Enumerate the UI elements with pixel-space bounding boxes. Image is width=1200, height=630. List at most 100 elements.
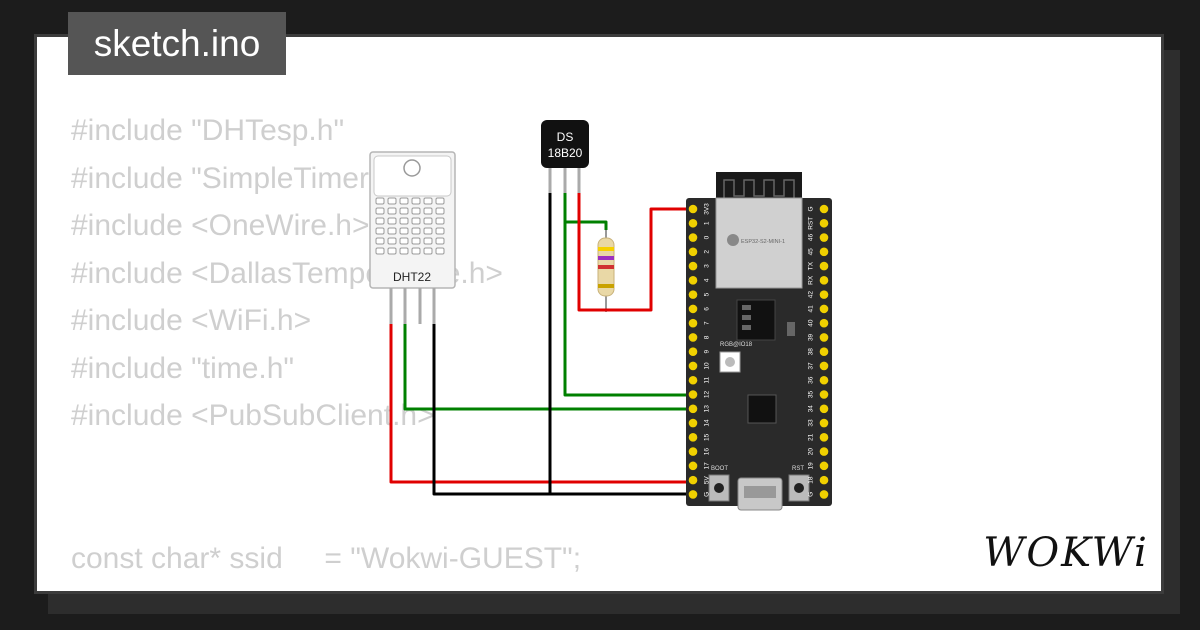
dht22-vent bbox=[423, 197, 433, 205]
left-pin-label: 7 bbox=[704, 321, 711, 325]
usb-controller-chip bbox=[747, 394, 777, 424]
wire-ds-vcc-3v3 bbox=[577, 193, 693, 312]
dht22-vent bbox=[375, 237, 385, 245]
dht22-vent bbox=[435, 247, 445, 255]
dht22-label: DHT22 bbox=[393, 270, 431, 284]
right-pin bbox=[819, 333, 829, 342]
right-pin-label: 21 bbox=[808, 433, 815, 441]
left-pin bbox=[688, 218, 698, 228]
left-pin-label: 4 bbox=[704, 278, 711, 282]
dht22-vent bbox=[375, 197, 385, 205]
left-pin bbox=[688, 361, 698, 371]
right-pin-label: 45 bbox=[808, 248, 815, 256]
right-pin-label: 38 bbox=[808, 348, 815, 356]
left-pin bbox=[688, 461, 698, 471]
left-pin bbox=[688, 276, 698, 285]
right-pin bbox=[819, 304, 829, 314]
code-line: #include <PubSubClient.h> bbox=[71, 399, 435, 432]
left-pin-label: 5V bbox=[704, 475, 711, 484]
left-pin bbox=[688, 304, 698, 314]
ds18b20-label-bottom: 18B20 bbox=[548, 146, 583, 160]
dht22-vent bbox=[435, 217, 445, 225]
right-pin-label: 33 bbox=[808, 419, 815, 427]
left-pin bbox=[688, 261, 698, 271]
dht22-vent bbox=[435, 207, 445, 215]
dht22-vent bbox=[411, 207, 421, 215]
dht22-vent bbox=[435, 227, 445, 235]
left-pin bbox=[688, 247, 698, 257]
dht22-vent bbox=[387, 207, 397, 215]
left-pin-label: 3V3 bbox=[704, 203, 711, 215]
code-line: const char* ssid = "Wokwi-GUEST"; bbox=[71, 541, 582, 575]
left-pin bbox=[688, 204, 698, 214]
dht22-hole bbox=[403, 159, 421, 177]
wire-dht-gnd bbox=[432, 324, 693, 496]
wire-dht-data-13 bbox=[403, 324, 693, 411]
right-pin bbox=[819, 447, 829, 456]
right-pin bbox=[819, 218, 829, 228]
wokwi-logo-text: WOKWi bbox=[983, 530, 1149, 576]
wires bbox=[389, 193, 693, 496]
right-pin-label: 34 bbox=[808, 405, 815, 413]
dht22-vent bbox=[387, 217, 397, 225]
right-pin-label: 20 bbox=[808, 448, 815, 456]
right-pin bbox=[819, 490, 829, 499]
dht22-vent bbox=[423, 207, 433, 215]
left-pin-label: 17 bbox=[704, 462, 711, 470]
dht22-sensor: DHT22 bbox=[369, 151, 456, 324]
code-line: const char* password = ""; bbox=[71, 582, 581, 591]
left-pin-label: 8 bbox=[704, 335, 711, 339]
right-pin-label: TX bbox=[808, 261, 815, 270]
rgb-led-lens bbox=[725, 357, 735, 367]
esp32-s2-board: ESP32-S2-MINI-1 RGB@IO18 BOOT RST 3V3102… bbox=[686, 172, 832, 511]
dht22-vent bbox=[423, 227, 433, 235]
left-pin bbox=[688, 233, 698, 242]
dht22-vent bbox=[411, 247, 421, 255]
left-pin-label: 16 bbox=[704, 448, 711, 456]
right-pin bbox=[819, 461, 829, 471]
right-pin bbox=[819, 347, 829, 357]
ds18b20-sensor: DS 18B20 bbox=[541, 120, 589, 193]
rst-label: RST bbox=[792, 466, 804, 472]
dht22-vent bbox=[411, 237, 421, 245]
code-line: #include "time.h" bbox=[71, 351, 295, 385]
rgb-label: RGB@IO18 bbox=[720, 342, 753, 348]
right-pin bbox=[819, 390, 829, 399]
right-pin-label: 41 bbox=[808, 305, 815, 313]
right-pin-label: 42 bbox=[808, 291, 815, 299]
code-line: #include <OneWire.h> bbox=[71, 209, 370, 242]
right-pin-label: 39 bbox=[808, 333, 815, 341]
right-pin bbox=[819, 290, 829, 299]
right-pin bbox=[819, 247, 829, 257]
right-pin-label: 40 bbox=[808, 319, 815, 327]
right-pin bbox=[819, 361, 829, 371]
left-pin bbox=[688, 333, 698, 342]
left-pin-label: 14 bbox=[704, 419, 711, 427]
dht22-vent bbox=[423, 247, 433, 255]
right-pin-header: GRST4645TXRX4241403938373635343321201918… bbox=[808, 204, 829, 499]
right-pin-label: 37 bbox=[808, 362, 815, 370]
right-pin-label: 19 bbox=[808, 462, 815, 470]
file-tab[interactable]: sketch.ino bbox=[68, 12, 286, 75]
left-pin bbox=[688, 390, 698, 399]
left-pin-label: 13 bbox=[704, 405, 711, 413]
right-pin bbox=[819, 318, 829, 328]
dht22-vent bbox=[411, 197, 421, 205]
left-pin bbox=[688, 347, 698, 357]
right-pin bbox=[819, 475, 829, 485]
boot-label: BOOT bbox=[711, 466, 728, 472]
dht22-vent bbox=[399, 207, 409, 215]
right-pin-label: G bbox=[808, 492, 815, 497]
left-pin bbox=[688, 475, 698, 485]
right-pin-label: 18 bbox=[808, 476, 815, 484]
right-pin-label: RST bbox=[808, 217, 815, 230]
right-pin bbox=[819, 418, 829, 428]
wire-ds-data-12 bbox=[563, 193, 693, 397]
left-pin bbox=[688, 318, 698, 328]
dht22-vent bbox=[387, 197, 397, 205]
left-pin-label: 6 bbox=[704, 307, 711, 311]
right-pin bbox=[819, 276, 829, 285]
left-pin bbox=[688, 447, 698, 456]
code-line: #include "SimpleTimer.h" bbox=[71, 161, 403, 195]
